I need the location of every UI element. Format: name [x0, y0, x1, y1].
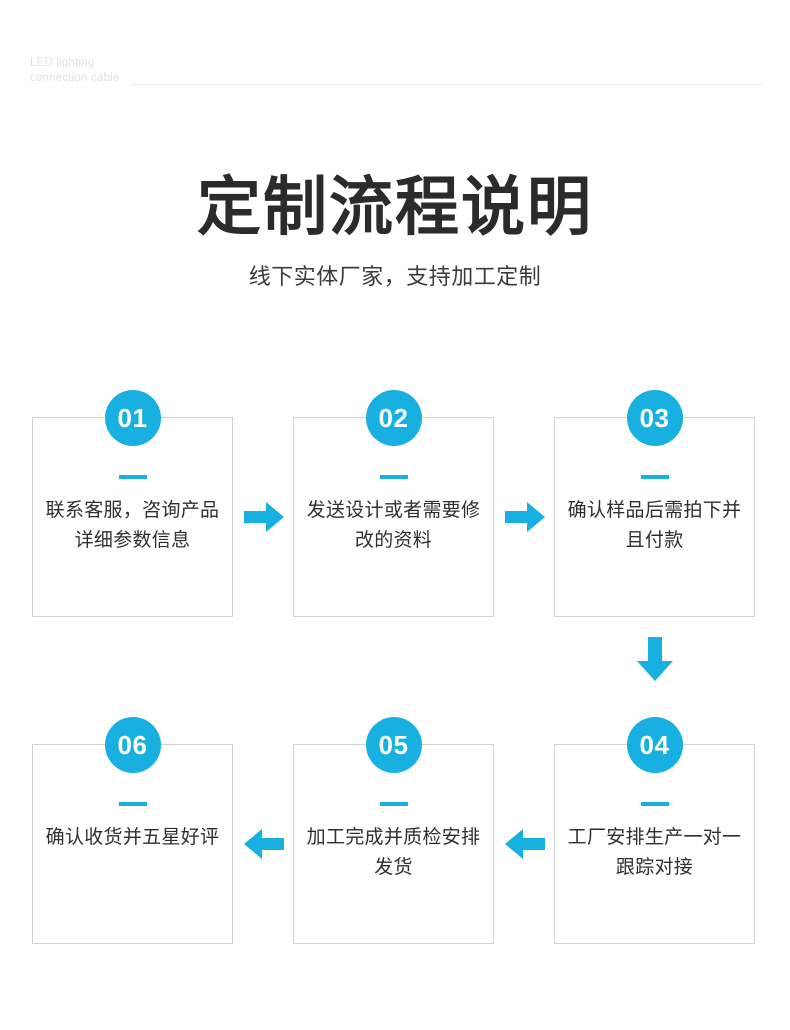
step-divider-dash [379, 475, 408, 479]
brand-line-1: LED lighting [30, 57, 95, 69]
step-card-06[interactable]: 06 确认收货并五星好评 [32, 717, 233, 944]
step-divider-dash [379, 802, 408, 806]
step-card-03[interactable]: 03 确认样品后需拍下并且付款 [554, 390, 755, 617]
step-number-badge: 02 [365, 390, 422, 446]
step-description: 联系客服，咨询产品详细参数信息 [45, 500, 220, 551]
brand-name: LED lighting connection cable [30, 56, 150, 86]
step-description: 加工完成并质检安排发货 [306, 827, 481, 878]
flow-row-top: 01 联系客服，咨询产品详细参数信息 02 发送设计或者需要修改的资料 03 确… [0, 390, 790, 619]
step-number-badge: 06 [104, 717, 161, 773]
step-number-badge: 05 [365, 717, 422, 773]
arrow-left-icon [505, 827, 545, 861]
arrow-left-icon [244, 827, 284, 861]
step-description: 确认收货并五星好评 [45, 827, 220, 848]
step-divider-dash [118, 475, 147, 479]
step-divider-dash [640, 475, 669, 479]
step-card-04[interactable]: 04 工厂安排生产一对一跟踪对接 [554, 717, 755, 944]
page-subtitle: 线下实体厂家，支持加工定制 [248, 264, 542, 289]
step-description: 工厂安排生产一对一跟踪对接 [567, 827, 742, 878]
brand-header: LED lighting connection cable [0, 56, 790, 96]
page-title: 定制流程说明 [197, 171, 593, 243]
step-description: 确认样品后需拍下并且付款 [567, 500, 742, 551]
step-number-badge: 03 [626, 390, 683, 446]
step-card-01[interactable]: 01 联系客服，咨询产品详细参数信息 [32, 390, 233, 617]
header-divider-rule [130, 84, 762, 85]
step-divider-dash [118, 802, 147, 806]
step-number-badge: 04 [626, 717, 683, 773]
page-heading: 定制流程说明 线下实体厂家，支持加工定制 [0, 168, 790, 292]
brand-line-2: connection cable [30, 72, 120, 84]
arrow-right-icon [244, 500, 284, 534]
step-card-05[interactable]: 05 加工完成并质检安排发货 [293, 717, 494, 944]
arrow-right-icon [505, 500, 545, 534]
step-description: 发送设计或者需要修改的资料 [306, 500, 481, 551]
step-card-02[interactable]: 02 发送设计或者需要修改的资料 [293, 390, 494, 617]
flow-row-bottom: 06 确认收货并五星好评 05 加工完成并质检安排发货 04 工厂安排生产一对一… [0, 717, 790, 946]
arrow-down-icon [636, 637, 674, 681]
step-number-badge: 01 [104, 390, 161, 446]
step-divider-dash [640, 802, 669, 806]
